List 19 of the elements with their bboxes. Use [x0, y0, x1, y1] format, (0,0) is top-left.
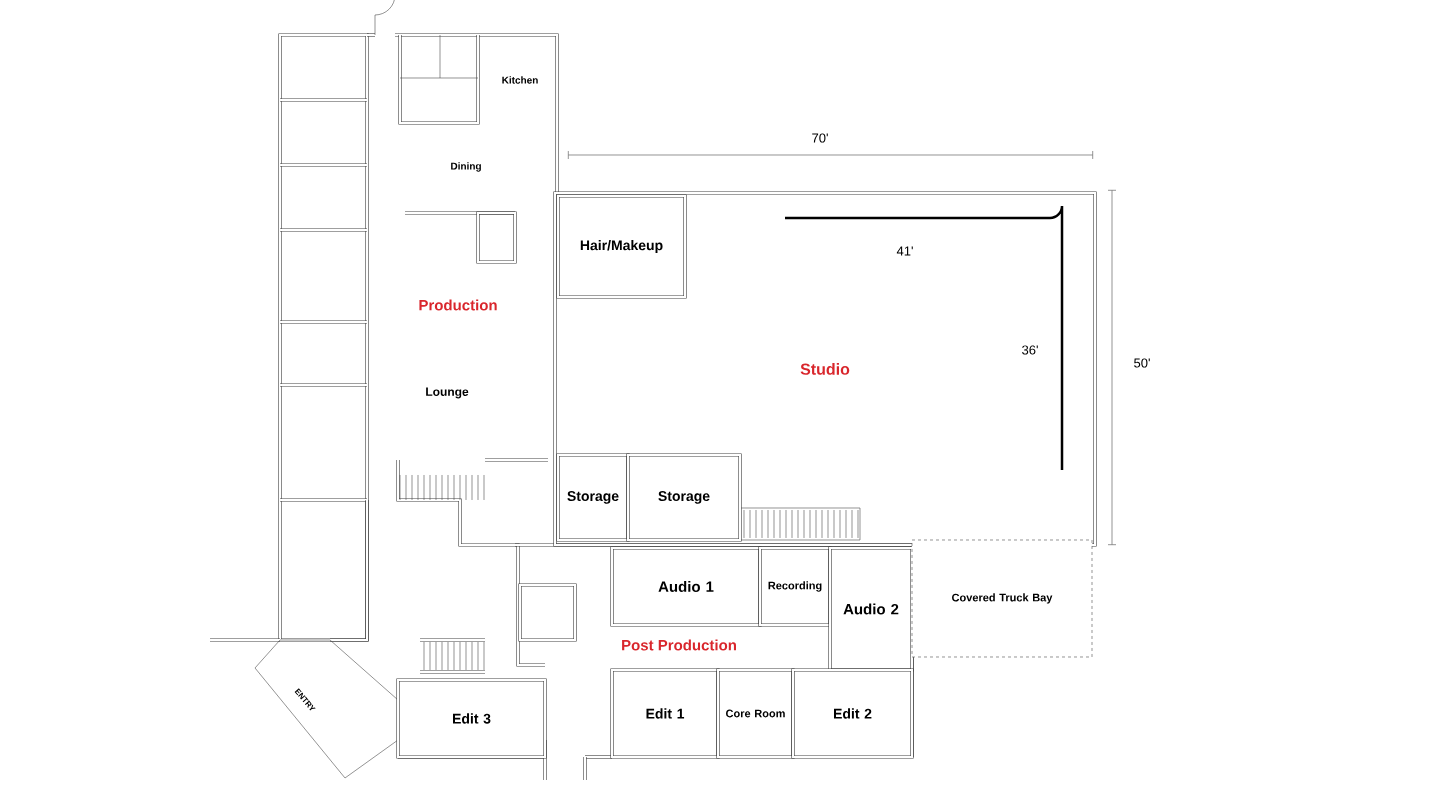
room-box: Recording — [758, 546, 832, 627]
dimension-label: 41' — [896, 246, 913, 256]
dimension-label: 50' — [1134, 358, 1150, 368]
room-box: Edit 2 — [791, 668, 914, 759]
room-box: Core Room — [716, 668, 795, 759]
room-label: Kitchen — [502, 76, 538, 84]
dimension-label: 70' — [812, 133, 828, 143]
zone-label: Production — [419, 299, 497, 311]
room-box: Covered Truck Bay — [911, 539, 1093, 658]
dimension-label: 36' — [1022, 345, 1038, 355]
room-box: Edit 1 — [610, 668, 720, 759]
room-box: Hair/Makeup — [556, 194, 687, 299]
room-box: Edit 3 — [396, 678, 547, 759]
room-label: Dining — [451, 162, 481, 172]
room-box: Storage — [626, 453, 742, 542]
room-box: Storage — [556, 453, 630, 542]
zone-label: Post Production — [622, 639, 736, 651]
room-label: Lounge — [426, 387, 469, 399]
room-box: Audio 2 — [828, 546, 914, 672]
